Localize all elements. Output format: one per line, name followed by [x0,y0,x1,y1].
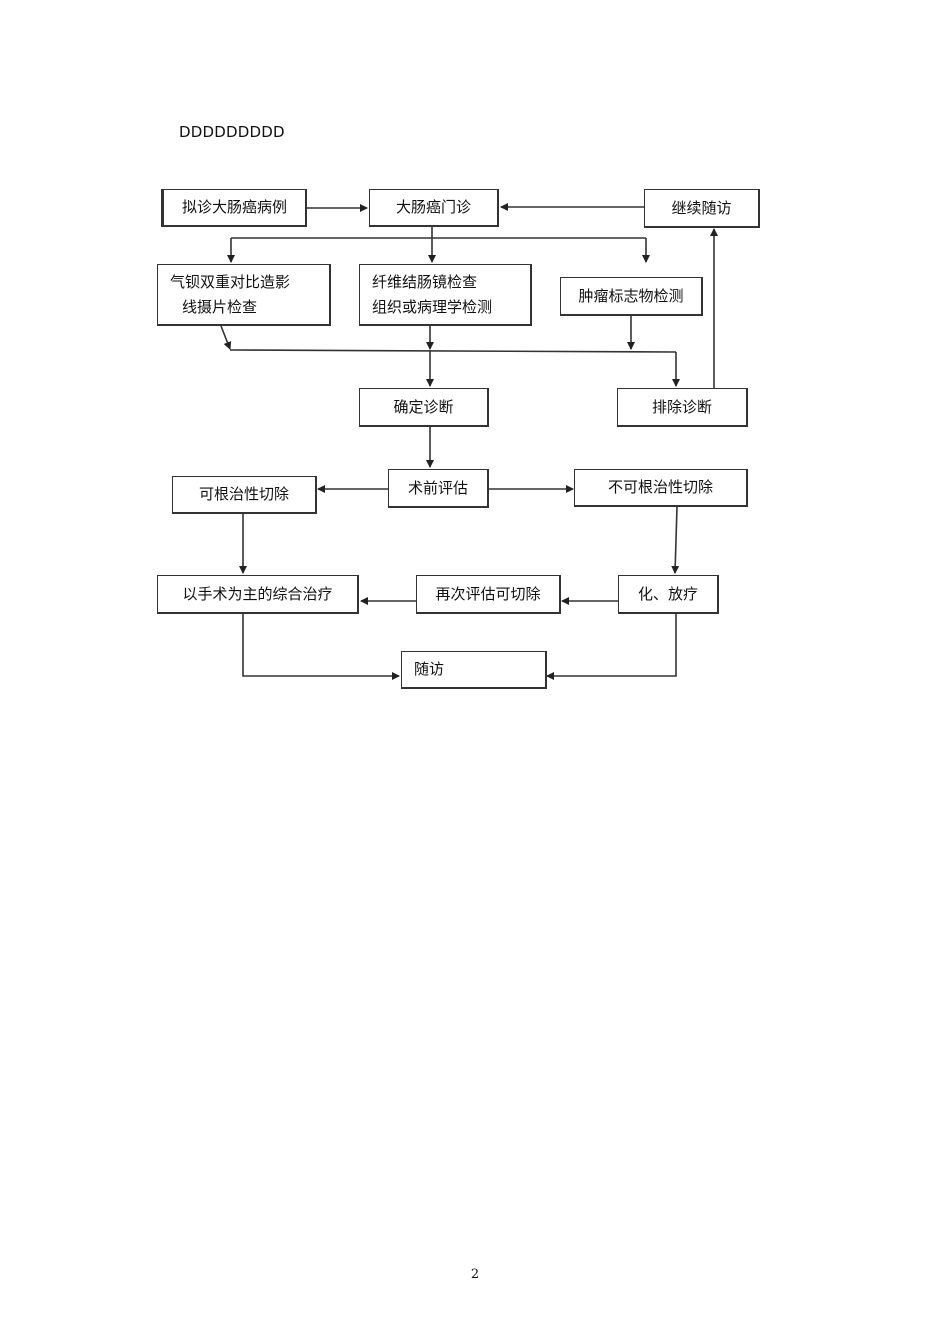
node-unresectable: 不可根治性切除 [574,469,748,507]
arrow-chemo-to-followup [546,613,677,680]
node-unresectable-label: 不可根治性切除 [607,478,713,496]
header-text: DDDDDDDDD [179,123,285,141]
node-surgery-combined-label: 以手术为主的综合治疗 [182,584,333,603]
node-barium-line2: 线摄片检查 [182,297,258,316]
node-chemo-radio-label: 化、放疗 [637,584,698,603]
node-preop-assessment: 术前评估 [388,469,489,508]
page-number: 2 [470,1267,480,1282]
arrow-unresectable-to-chemo [671,506,680,574]
node-tumor-marker-label: 肿瘤标志物检测 [578,286,684,305]
node-confirmed-diagnosis-label: 确定诊断 [393,397,454,416]
node-colonoscopy-line1: 纤维结肠镜检查 [372,272,478,291]
node-outpatient-label: 大肠癌门诊 [395,198,471,216]
node-resectable: 可根治性切除 [172,476,317,514]
node-outpatient: 大肠癌门诊 [369,189,499,227]
node-excluded-diagnosis-label: 排除诊断 [651,397,712,416]
node-continue-followup-label: 继续随访 [671,198,732,217]
node-surgery-combined: 以手术为主的综合治疗 [157,575,359,614]
node-barium: 气钡双重对比造影 线摄片检查 [157,264,331,326]
node-suspect-case: 拟诊大肠癌病例 [161,189,307,227]
node-continue-followup: 继续随访 [644,189,760,228]
arrow-barium-down [220,325,232,350]
node-barium-line1: 气钡双重对比造影 [170,272,291,291]
node-colonoscopy: 纤维结肠镜检查 组织或病理学检测 [359,264,532,326]
node-suspect-case-label: 拟诊大肠癌病例 [181,198,287,216]
node-colonoscopy-line2: 组织或病理学检测 [372,297,493,316]
node-followup-label: 随访 [414,660,445,678]
node-chemo-radio: 化、放疗 [618,575,719,614]
node-reassess-label: 再次评估可切除 [435,584,541,603]
node-followup: 随访 [401,651,547,689]
node-excluded-diagnosis: 排除诊断 [617,388,748,427]
arrow-surgery-to-followup [242,613,400,680]
node-tumor-marker: 肿瘤标志物检测 [560,277,703,316]
node-resectable-label: 可根治性切除 [198,485,289,503]
node-preop-assessment-label: 术前评估 [407,478,468,497]
node-confirmed-diagnosis: 确定诊断 [359,388,489,427]
line-merge-bar [229,349,677,353]
node-reassess: 再次评估可切除 [416,575,561,614]
